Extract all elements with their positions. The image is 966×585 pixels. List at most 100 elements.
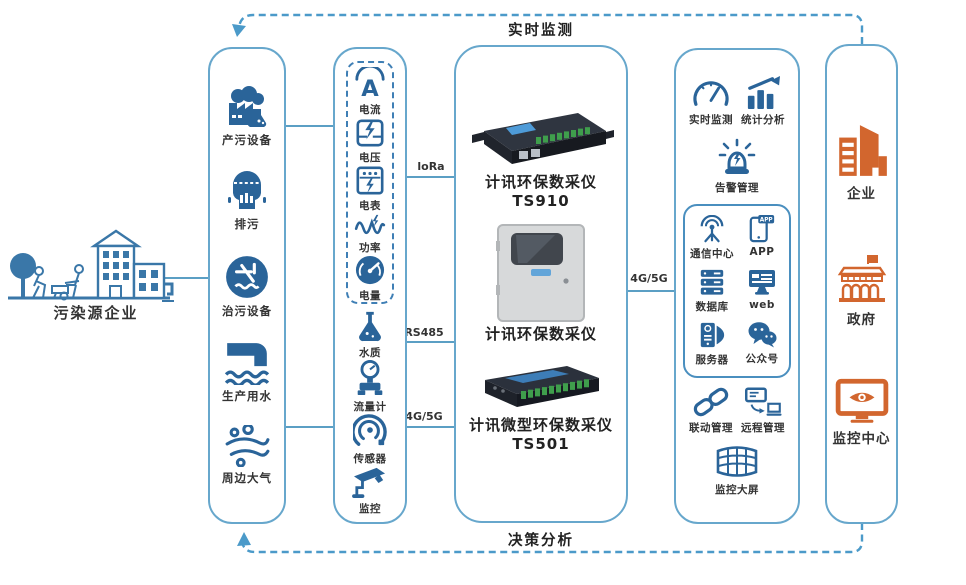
facility-item-label: 周边大气 <box>222 471 272 486</box>
device-name: 计讯微型环保数采仪 <box>468 416 613 434</box>
power-wave-icon <box>354 214 386 235</box>
cctv-icon <box>352 467 386 498</box>
device-model: TS501 <box>512 435 570 453</box>
facility-item: 生产用水 <box>222 341 272 404</box>
platform-item: 统计分析 <box>741 75 785 127</box>
app-icon-text: APP <box>760 218 773 224</box>
web-monitor-icon <box>749 269 775 295</box>
link-label-4g5g-right: 4G/5G <box>630 272 668 285</box>
ts910-device-image <box>472 113 614 164</box>
consumer-item: 企业 <box>835 121 889 202</box>
source-label: 污染源企业 <box>53 304 139 322</box>
worker-two <box>74 264 84 274</box>
sensing-item: A 电流 <box>353 67 387 117</box>
flow-bottom-dashed-line <box>240 523 864 554</box>
platform-item-label: 远程管理 <box>741 422 785 435</box>
sensing-item-label: 水质 <box>359 347 381 359</box>
sensor-icon <box>353 414 387 446</box>
cabinet-device-image <box>495 224 585 322</box>
facility-item-label: 治污设备 <box>222 303 272 318</box>
factory-flask-icon <box>229 85 267 127</box>
sewage-icon <box>228 171 266 210</box>
sensing-item: 传感器 <box>353 414 387 466</box>
device-name: 计讯环保数采仪 <box>484 173 597 191</box>
sensing-item: 水质 <box>354 310 386 360</box>
facility-item-label: 排污 <box>234 217 260 232</box>
cloud-item-label: APP <box>749 245 775 258</box>
device-name: 计讯环保数采仪 <box>484 325 597 343</box>
flow-top-arrowhead <box>232 24 246 37</box>
wechat-icon <box>748 322 777 348</box>
flowmeter-icon <box>357 360 383 396</box>
water-pipe-icon <box>224 342 270 385</box>
cloud-item-label: web <box>749 298 775 311</box>
comm-antenna-icon <box>700 214 724 243</box>
platform-item-label: 联动管理 <box>689 422 733 435</box>
platform-item: 监控大屏 <box>715 445 759 497</box>
consumer-column: 企业 政府 监控中心 <box>825 44 898 524</box>
platform-item-label: 告警管理 <box>715 181 759 194</box>
sensing-item: 监控 <box>351 466 389 516</box>
platform-item: 联动管理 <box>689 387 733 435</box>
facility-item: 排污 <box>226 169 268 232</box>
sensing-item-label: 电压 <box>359 152 381 164</box>
device-ts501: 计讯微型环保数采仪 TS501 <box>469 360 613 454</box>
consumer-item: 政府 <box>834 253 890 328</box>
device-model: TS910 <box>512 192 570 210</box>
consumer-item-label: 企业 <box>847 185 876 202</box>
link-label-rs485: RS485 <box>404 326 444 339</box>
building-side <box>132 262 166 300</box>
pollution-source-illustration <box>8 229 174 302</box>
cloud-item: 通信中心 <box>690 214 734 261</box>
tree-icon <box>10 253 36 279</box>
sensing-item-label: 电量 <box>359 290 381 302</box>
ambient-air-icon <box>225 425 270 468</box>
flow-bottom-label: 决策分析 <box>508 533 574 549</box>
platform-item-label: 实时监测 <box>689 114 733 127</box>
monitor-center-icon <box>835 379 888 424</box>
svg-text:A: A <box>361 76 379 99</box>
consumer-item-label: 监控中心 <box>832 431 891 448</box>
field-sensing-group: 水质 流量计 传感器 <box>351 304 389 526</box>
cloud-item-label: 通信中心 <box>690 247 734 260</box>
platform-item: 实时监测 <box>689 75 733 127</box>
building-roof <box>90 229 142 248</box>
sensing-item-label: 监控 <box>359 503 381 515</box>
platform-column: 实时监测 统计分析 告警管理 <box>674 48 800 524</box>
current-icon: A <box>355 67 385 99</box>
device-ts910: 计讯环保数采仪 TS910 <box>466 101 616 211</box>
cloud-item: 服务器 <box>696 321 729 367</box>
voltage-icon <box>356 119 384 147</box>
sensing-item: 电表 <box>355 165 385 213</box>
sensing-item: 电压 <box>355 117 385 165</box>
flow-bottom-arrowhead <box>237 532 251 546</box>
sensing-item-label: 电流 <box>359 104 381 116</box>
flow-top-dashed-line <box>237 13 864 44</box>
server-icon <box>700 322 725 348</box>
stats-icon <box>747 76 780 110</box>
database-icon <box>700 269 724 295</box>
facility-item-label: 生产用水 <box>222 388 272 403</box>
platform-item: 远程管理 <box>741 387 785 435</box>
cloud-item-label: 公众号 <box>745 352 779 365</box>
cloud-item: web <box>747 268 777 314</box>
link-label-lora: loRa <box>417 160 445 173</box>
videowall-icon <box>716 445 758 477</box>
discharge-pipe <box>164 282 174 296</box>
sensing-item-label: 功率 <box>359 242 381 254</box>
facility-column: 产污设备 排污 治污设备 生产用水 <box>208 47 286 524</box>
consumer-item: 监控中心 <box>833 378 891 447</box>
sensing-item: 流量计 <box>353 360 387 414</box>
worker-one <box>34 266 44 276</box>
facility-item: 周边大气 <box>222 425 272 486</box>
platform-manage-row: 联动管理 远程管理 <box>689 387 785 435</box>
remote-manage-icon <box>745 387 782 417</box>
device-cabinet: 计讯环保数采仪 <box>485 223 597 344</box>
sensing-item: 功率 <box>353 213 387 255</box>
sensing-item-label: 电表 <box>359 200 381 212</box>
platform-item: 告警管理 <box>715 137 759 195</box>
sensing-item-label: 传感器 <box>353 453 387 465</box>
facility-item: 治污设备 <box>222 254 272 319</box>
